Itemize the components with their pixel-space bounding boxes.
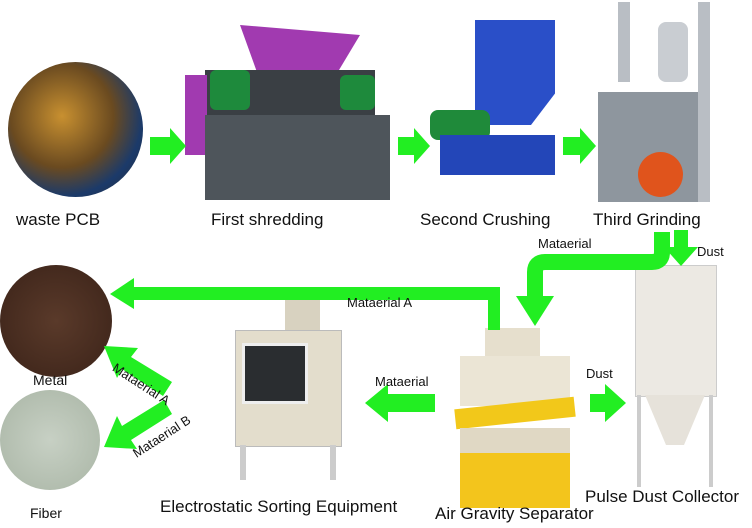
label-material-to-electrostatic: Mataerial — [375, 374, 429, 389]
first-shredder-image — [185, 25, 390, 205]
metal-powder-image — [0, 265, 112, 377]
second-crusher-image — [430, 20, 560, 185]
label-pulse-dust-collector: Pulse Dust Collector — [585, 487, 740, 506]
label-material-a-top: Mataerial A — [347, 295, 413, 310]
label-dust-top: Dust — [697, 244, 724, 259]
label-dust-right: Dust — [586, 366, 613, 381]
fiber-powder-image — [0, 390, 100, 490]
air-gravity-separator-image — [450, 328, 580, 510]
arrow-third-to-separator — [527, 232, 670, 300]
arrow-first-to-second — [398, 128, 430, 164]
arrow-pcb-to-first — [150, 128, 186, 164]
label-electrostatic-sorting: Electrostatic Sorting Equipment — [160, 497, 398, 516]
third-grinder-image — [598, 2, 720, 205]
label-waste-pcb: waste PCB — [16, 210, 101, 229]
arrow-dust-right — [590, 384, 626, 422]
arrow-diag-fiber — [104, 400, 172, 449]
label-material-to-separator: Mataerial — [538, 236, 592, 251]
label-air-gravity-separator: Air Gravity Separator — [435, 504, 594, 523]
pulse-dust-collector-image — [625, 265, 720, 490]
arrow-left-to-electrostatic — [365, 384, 435, 422]
label-third-grinding: Third Grinding — [593, 210, 701, 229]
label-fiber: Fiber — [30, 505, 62, 521]
electrostatic-sorter-image — [230, 298, 348, 483]
label-metal: Metal — [33, 372, 68, 388]
waste-pcb-image — [8, 62, 143, 197]
arrow-second-to-third — [563, 128, 596, 164]
arrow-material-to-metal — [110, 278, 500, 330]
arrow-diag-metal — [104, 346, 172, 396]
label-first-shredding: First shredding — [211, 210, 324, 229]
label-second-crushing: Second Crushing — [420, 210, 551, 229]
arrow-dust-down — [664, 230, 698, 266]
